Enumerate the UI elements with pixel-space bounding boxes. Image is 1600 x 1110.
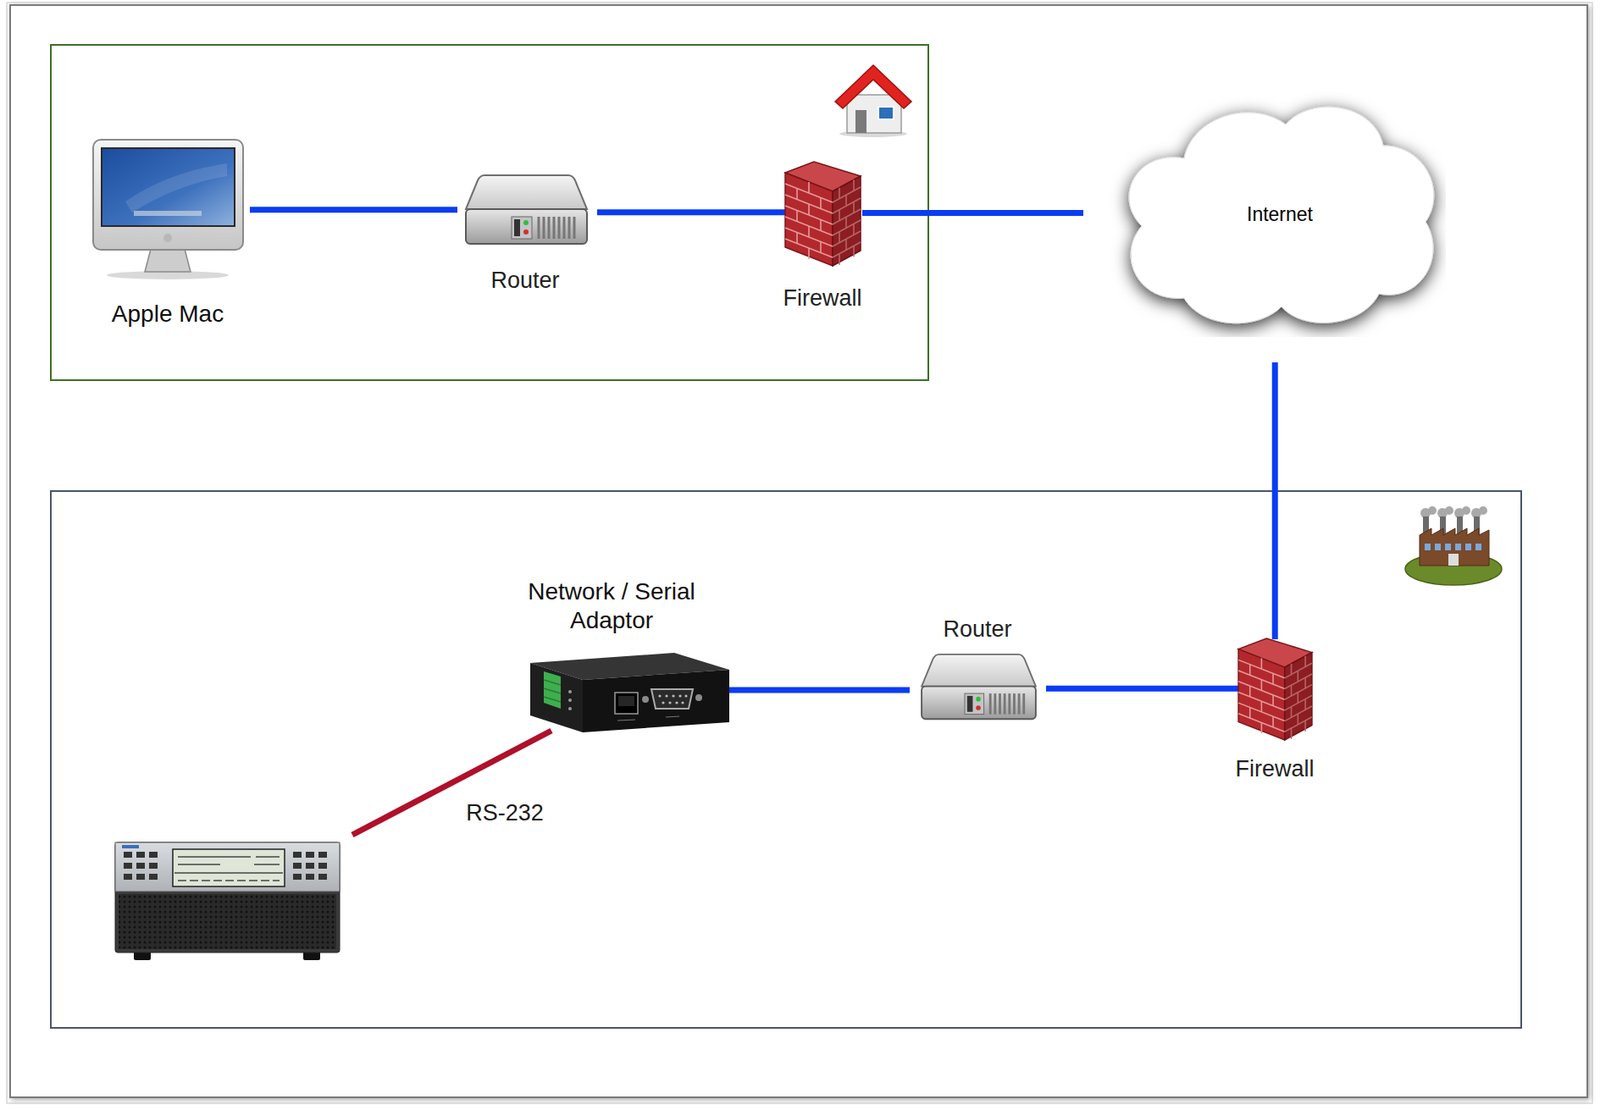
factory-symbol-part — [1420, 506, 1488, 519]
linear-amplifier-part-part — [318, 852, 327, 859]
factory-symbol-part-part — [1455, 543, 1462, 551]
computer-node: Apple Mac — [91, 138, 245, 281]
internet-cloud: Internet — [1103, 86, 1446, 338]
factory-symbol-part — [1419, 528, 1490, 566]
node-icon — [93, 139, 244, 280]
factory-symbol-part-part — [1478, 506, 1488, 515]
house-symbol-part — [835, 65, 912, 109]
linear-amplifier-part-part — [123, 874, 133, 881]
factory-symbol-part-part — [1428, 506, 1437, 515]
node-label: Internet — [1152, 199, 1407, 229]
linear-amplifier-part — [115, 842, 340, 892]
linear-amplifier-part — [172, 849, 285, 887]
linear-amplifier-part-part — [255, 856, 280, 859]
home-site-boundary — [50, 44, 929, 381]
network-link — [597, 209, 787, 216]
node-label: Router — [841, 614, 1113, 644]
factory-symbol-part-part — [1465, 543, 1472, 551]
network-link — [1046, 686, 1240, 693]
node-shape — [530, 653, 730, 733]
house-symbol-part — [847, 94, 902, 133]
node-shape — [464, 173, 589, 248]
router-node: Router — [916, 653, 1041, 723]
factory-symbol-part-part — [1424, 543, 1431, 551]
node-icon — [465, 175, 587, 244]
linear-amplifier-part-part — [293, 874, 302, 881]
remote-site-boundary — [50, 491, 1522, 1029]
linear-amplifier-part-part — [254, 863, 280, 866]
linear-amplifier-part — [118, 894, 337, 950]
linear-amplifier-part-part — [293, 863, 302, 870]
node-shape — [916, 653, 1041, 723]
frame-outline — [6, 2, 1593, 1104]
node-icon — [1238, 638, 1313, 741]
node-label: Apple Mac — [32, 299, 304, 329]
cable-label: RS-232 — [420, 798, 590, 828]
linear-amplifier-part-part — [177, 863, 221, 866]
firewall-node: Firewall — [783, 160, 863, 268]
linear-amplifier-part-part — [123, 852, 133, 859]
linear-amplifier-part-part — [136, 874, 145, 881]
linear-amplifier-part-part — [305, 874, 315, 881]
linear-amplifier-part-part — [136, 852, 145, 859]
linear-amplifier-part — [121, 845, 139, 849]
linear-amplifier-part-part — [177, 856, 251, 859]
network-link — [729, 687, 910, 694]
linear-amplifier-part-part — [305, 863, 315, 870]
node-icon — [785, 161, 861, 266]
linear-amplifier-part-part — [293, 852, 302, 859]
factory-symbol-part-part — [1444, 543, 1451, 551]
network-link — [1272, 362, 1279, 640]
linear-amplifier-part-part — [318, 863, 327, 870]
node-shape — [91, 138, 245, 281]
serial-adaptor-node: Network / Serial Adaptor — [530, 653, 730, 733]
outer-frame — [6, 2, 1593, 1104]
linear-amplifier-part-part — [149, 852, 158, 859]
factory-symbol-part-part — [1475, 543, 1482, 551]
factory-symbol-part-part — [1434, 543, 1441, 551]
node-label: Router — [389, 265, 661, 295]
network-link — [249, 206, 458, 213]
frame-border — [10, 5, 1588, 1098]
linear-amplifier-part-part — [149, 863, 158, 870]
linear-amplifier-part-part — [136, 863, 145, 870]
house-symbol-part — [855, 110, 867, 133]
factory-symbol-part — [1424, 543, 1482, 551]
linear-amplifier-part — [115, 842, 340, 953]
linear-amplifier-part-part — [174, 872, 283, 875]
linear-amplifier-part-part — [305, 852, 315, 859]
node-label: Firewall — [1139, 754, 1411, 784]
linear-amplifier-part — [174, 857, 283, 881]
linear-amplifier-part-part — [177, 880, 280, 882]
factory-symbol — [1405, 506, 1502, 586]
linear-amplifier-part-part — [318, 874, 327, 881]
router-node: Router — [464, 173, 589, 248]
linear-amplifier — [115, 842, 340, 961]
firewall-node: Firewall — [1236, 637, 1314, 742]
linear-amplifier-part-part — [149, 874, 158, 881]
network-link — [862, 210, 1084, 216]
node-label: Firewall — [686, 283, 958, 313]
house-symbol — [835, 65, 912, 138]
node-icon — [530, 653, 730, 733]
node-shape — [1236, 637, 1314, 742]
node-label: Network / Serial Adaptor — [505, 577, 718, 636]
factory-symbol-part — [1448, 553, 1459, 566]
factory-symbol-part-part — [1461, 506, 1471, 515]
linear-amplifier-part-part — [123, 863, 133, 870]
factory-symbol-part-part — [1444, 506, 1454, 515]
node-icon — [921, 654, 1036, 720]
node-shape — [783, 160, 863, 268]
node-icon — [1129, 106, 1434, 323]
house-symbol-part — [878, 106, 894, 120]
